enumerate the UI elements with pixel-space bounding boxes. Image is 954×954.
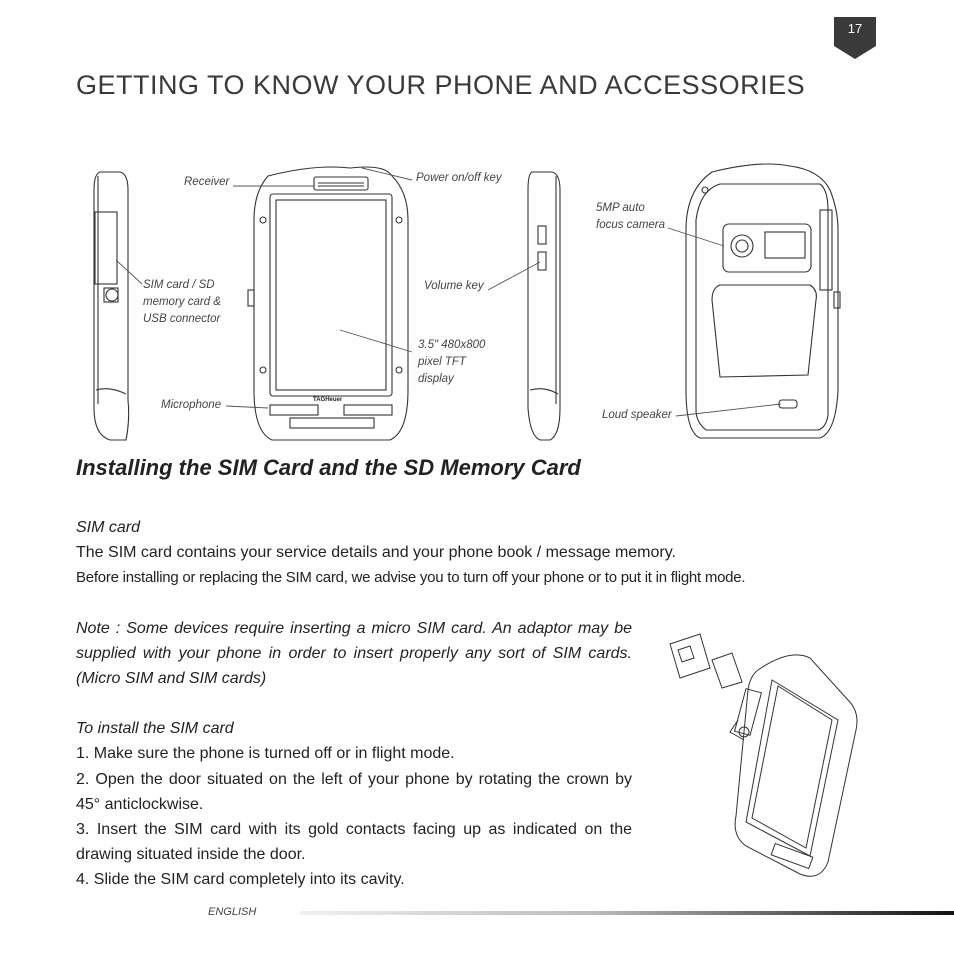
paragraph-before-installing: Before installing or replacing the SIM c… [76, 569, 746, 586]
label-sim-line2: memory card & [143, 296, 221, 308]
step-1: 1. Make sure the phone is turned off or … [76, 745, 455, 762]
phone-back-icon [685, 163, 841, 439]
page-tab-icon [834, 40, 876, 59]
sim-card-subtitle: SIM card [76, 519, 141, 536]
label-display-line3: display [418, 373, 454, 385]
label-power-key: Power on/off key [416, 172, 502, 184]
label-sim-line1: SIM card / SD [143, 279, 215, 291]
install-sim-heading: To install the SIM card [76, 720, 234, 737]
phone-left-side-icon [93, 171, 130, 441]
phone-right-side-icon [527, 171, 561, 441]
paragraph-service-details: The SIM card contains your service detai… [76, 544, 676, 561]
phone-diagram-drawing [93, 163, 841, 441]
section-title: Installing the SIM Card and the SD Memor… [76, 455, 581, 480]
label-sim-line3: USB connector [143, 313, 221, 325]
phone-diagram: Receiver Power on/off key 5MP auto focus… [0, 150, 954, 450]
sim-install-illustration [669, 633, 858, 877]
page-number: 17 [834, 17, 876, 40]
brand-logo: TAGHeuer [313, 397, 343, 403]
label-camera-line2: focus camera [596, 219, 666, 231]
label-volume-key: Volume key [424, 280, 484, 292]
page-title: GETTING TO KNOW YOUR PHONE AND ACCESSORI… [76, 70, 806, 100]
label-receiver: Receiver [184, 176, 230, 188]
label-display-line2: pixel TFT [418, 356, 466, 368]
label-camera-line1: 5MP auto [596, 202, 645, 214]
sim-card-icon [669, 633, 711, 679]
label-loud-speaker: Loud speaker [602, 409, 672, 421]
step-3: 3. Insert the SIM card with its gold con… [76, 821, 632, 863]
footer-divider [300, 911, 954, 915]
note-micro-sim: Note : Some devices require inserting a … [76, 620, 632, 687]
phone-front-icon [247, 166, 409, 441]
footer-language: ENGLISH [208, 906, 257, 918]
phone-tilted-icon [729, 654, 858, 877]
micro-sim-icon [711, 652, 743, 689]
step-2: 2. Open the door situated on the left of… [76, 771, 632, 813]
step-4: 4. Slide the SIM card completely into it… [76, 871, 405, 888]
callout-lines [115, 167, 782, 417]
label-display-line1: 3.5" 480x800 [418, 339, 486, 351]
label-microphone: Microphone [161, 399, 222, 411]
